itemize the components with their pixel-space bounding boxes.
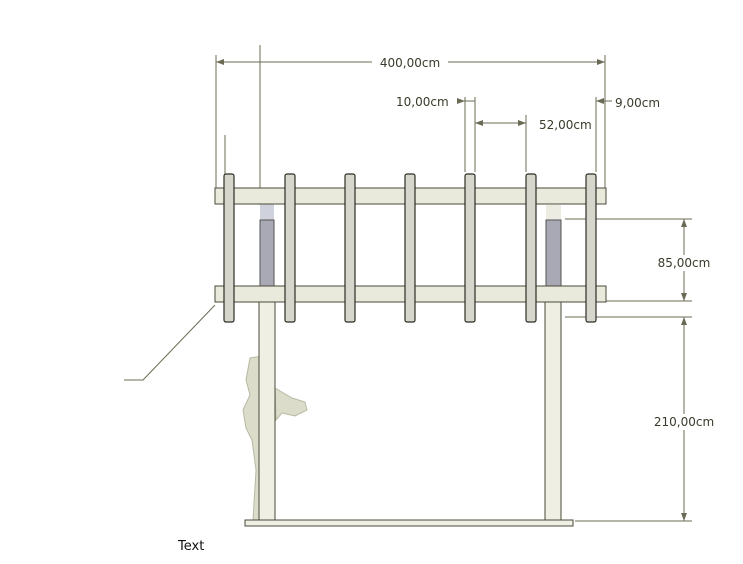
arrowheads xyxy=(216,59,687,521)
annotation-label: Text xyxy=(177,539,204,554)
ground-slab xyxy=(244,519,574,527)
person-figure xyxy=(242,355,308,521)
slats xyxy=(223,173,597,323)
dim-slat-width: 10,00cm xyxy=(396,95,449,109)
dim-post-height: 210,00cm xyxy=(654,415,714,429)
dim-total-width: 400,00cm xyxy=(380,56,440,70)
dim-end-offset: 9,00cm xyxy=(615,96,660,110)
dim-beam-height: 85,00cm xyxy=(658,256,711,270)
dim-slat-spacing: 52,00cm xyxy=(539,118,592,132)
